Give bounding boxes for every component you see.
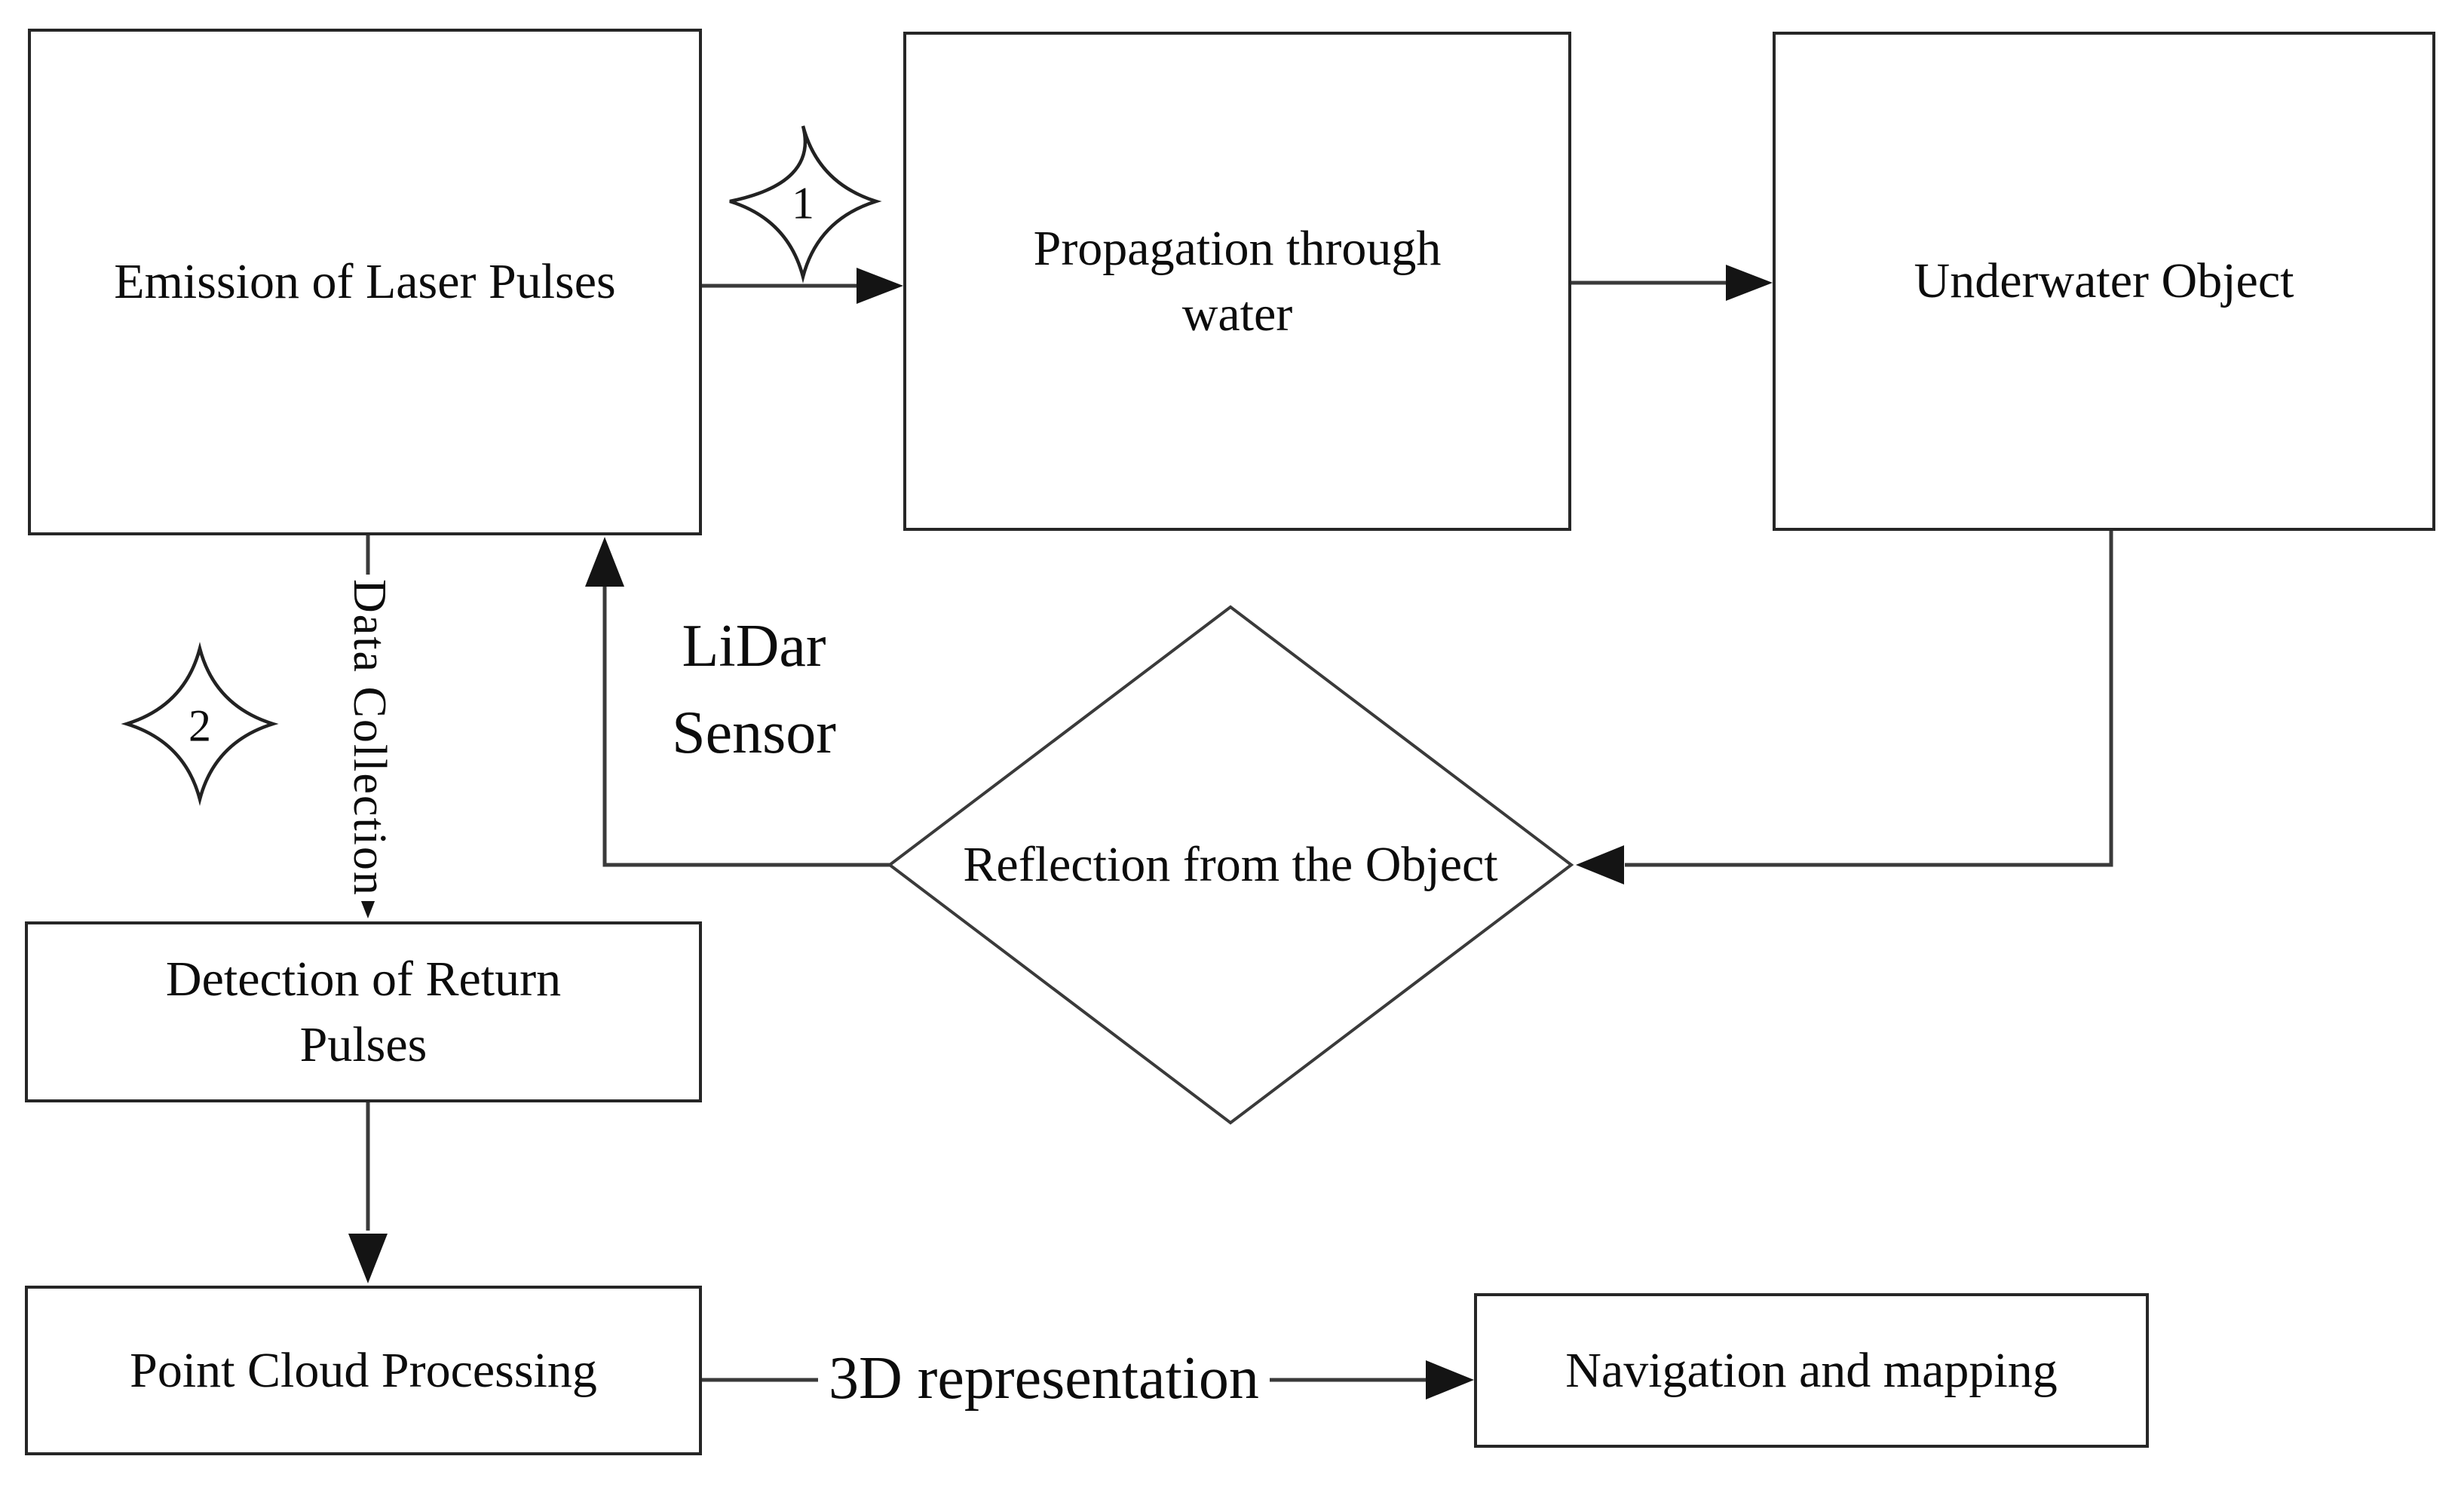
edge-label-data-collection: Data Collection: [341, 575, 397, 901]
node-underwater: Underwater Object: [1773, 32, 2435, 531]
arrowhead-into-propagation: [857, 268, 903, 304]
node-detection: Detection of Return Pulses: [25, 921, 702, 1102]
node-emission-label: Emission of Laser Pulses: [114, 254, 616, 310]
star-2-shape: [121, 642, 279, 806]
node-pointcloud: Point Cloud Processing: [25, 1286, 702, 1455]
star-1-shape: [729, 125, 882, 284]
arrowhead-into-emission: [585, 537, 624, 587]
edge-label-lidar-sensor: LiDar Sensor: [672, 613, 836, 766]
reflection-diamond-shape: [887, 605, 1574, 1125]
edge-reflection-emission: [602, 584, 890, 867]
star-1-number: 1: [792, 178, 814, 228]
node-propagation: Propagation through water: [903, 32, 1571, 531]
node-propagation-label: Propagation through water: [1033, 220, 1442, 342]
arrowhead-into-underwater: [1726, 265, 1773, 301]
node-emission: Emission of Laser Pulses: [28, 29, 702, 535]
node-underwater-label: Underwater Object: [1914, 253, 2294, 309]
arrowhead-into-navigation: [1426, 1360, 1474, 1399]
node-pointcloud-label: Point Cloud Processing: [130, 1342, 597, 1398]
node-detection-label: Detection of Return Pulses: [165, 951, 562, 1072]
edge-label-3d-representation: 3D representation: [818, 1344, 1270, 1413]
edge-underwater-reflection: [1625, 531, 2113, 867]
node-navigation: Navigation and mapping: [1474, 1293, 2149, 1448]
star-2-number: 2: [188, 701, 211, 751]
arrowhead-into-pointcloud: [348, 1234, 388, 1283]
node-navigation-label: Navigation and mapping: [1565, 1342, 2058, 1398]
node-reflection-label: Reflection from the Object: [963, 837, 1498, 892]
arrowhead-into-reflection: [1576, 845, 1624, 884]
